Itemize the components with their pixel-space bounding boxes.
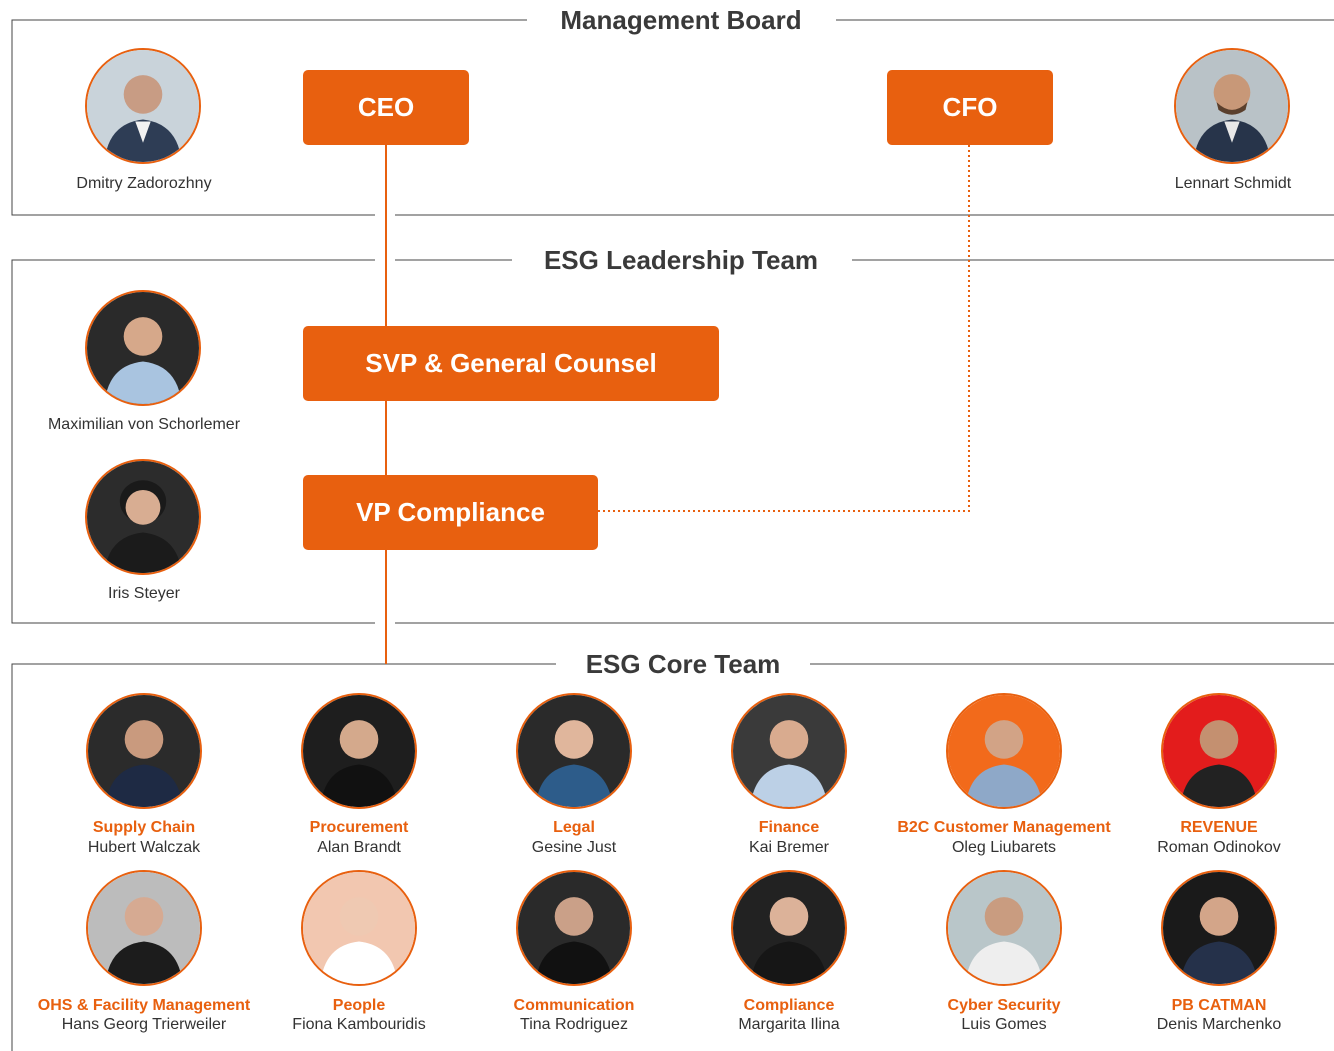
cfo-box: CFO: [887, 70, 1053, 145]
portrait-icon: [87, 461, 199, 573]
core-name-5: Oleg Liubarets: [951, 839, 1057, 856]
core-role-12: PB CATMAN: [1171, 997, 1267, 1014]
core-role-5: B2C Customer Management: [897, 819, 1111, 836]
esg-leadership-frame: [11, 259, 1334, 624]
portrait-icon: [303, 695, 415, 807]
portrait-icon: [87, 50, 199, 162]
core-name-1: Hubert Walczak: [87, 839, 201, 856]
avatar-core-8: [301, 870, 417, 986]
core-name-4: Kai Bremer: [748, 839, 830, 856]
core-role-7: OHS & Facility Management: [37, 997, 251, 1014]
core-name-8: Fiona Kambouridis: [292, 1016, 426, 1033]
avatar-core-6: [1161, 693, 1277, 809]
core-name-12: Denis Marchenko: [1156, 1016, 1282, 1033]
core-name-3: Gesine Just: [531, 839, 617, 856]
avatar-core-4: [731, 693, 847, 809]
portrait-icon: [88, 695, 200, 807]
ceo-box: CEO: [303, 70, 469, 145]
avatar-core-7: [86, 870, 202, 986]
core-role-9: Communication: [513, 997, 635, 1014]
avatar-iris: [85, 459, 201, 575]
portrait-icon: [1176, 50, 1288, 162]
core-name-2: Alan Brandt: [317, 839, 401, 856]
name-dmitry: Dmitry Zadorozhny: [76, 175, 212, 192]
portrait-icon: [87, 292, 199, 404]
core-role-11: Cyber Security: [947, 997, 1061, 1014]
portrait-icon: [733, 695, 845, 807]
avatar-core-1: [86, 693, 202, 809]
portrait-icon: [948, 695, 1060, 807]
avatar-lennart: [1174, 48, 1290, 164]
portrait-icon: [733, 872, 845, 984]
core-role-4: Finance: [758, 819, 820, 836]
avatar-dmitry: [85, 48, 201, 164]
core-name-7: Hans Georg Trierweiler: [61, 1016, 227, 1033]
management-board-title: Management Board: [546, 4, 816, 36]
avatar-maximilian: [85, 290, 201, 406]
name-maximilian: Maximilian von Schorlemer: [47, 416, 241, 433]
avatar-core-3: [516, 693, 632, 809]
core-name-11: Luis Gomes: [961, 1016, 1047, 1033]
name-lennart: Lennart Schmidt: [1174, 175, 1292, 192]
core-name-9: Tina Rodriguez: [520, 1016, 628, 1033]
core-role-3: Legal: [553, 819, 595, 836]
esg-core-title: ESG Core Team: [571, 648, 795, 680]
vp-compliance-box: VP Compliance: [303, 475, 598, 550]
avatar-core-11: [946, 870, 1062, 986]
core-role-6: REVENUE: [1180, 819, 1258, 836]
svp-general-counsel-box: SVP & General Counsel: [303, 326, 719, 401]
core-role-1: Supply Chain: [92, 819, 196, 836]
esg-core-frame: [11, 663, 1334, 1051]
core-name-10: Margarita Ilina: [738, 1016, 840, 1033]
portrait-icon: [518, 695, 630, 807]
portrait-icon: [1163, 695, 1275, 807]
avatar-core-12: [1161, 870, 1277, 986]
portrait-icon: [1163, 872, 1275, 984]
avatar-core-9: [516, 870, 632, 986]
core-name-6: Roman Odinokov: [1157, 839, 1281, 856]
core-role-2: Procurement: [309, 819, 409, 836]
esg-leadership-title: ESG Leadership Team: [529, 244, 833, 276]
core-role-8: People: [332, 997, 386, 1014]
portrait-icon: [948, 872, 1060, 984]
avatar-core-2: [301, 693, 417, 809]
avatar-core-5: [946, 693, 1062, 809]
portrait-icon: [303, 872, 415, 984]
core-role-10: Compliance: [743, 997, 835, 1014]
portrait-icon: [88, 872, 200, 984]
portrait-icon: [518, 872, 630, 984]
name-iris: Iris Steyer: [107, 585, 181, 602]
avatar-core-10: [731, 870, 847, 986]
